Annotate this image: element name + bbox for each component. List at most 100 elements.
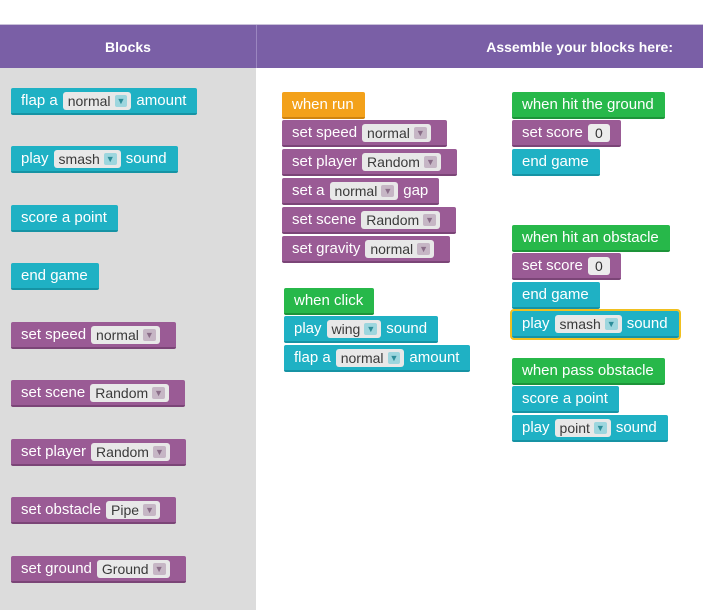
dropdown-arrow-icon: ▼ <box>142 328 156 341</box>
dropdown-arrow-icon: ▼ <box>417 242 431 255</box>
block-text: play <box>522 315 550 332</box>
dropdown-value: Pipe <box>111 501 140 518</box>
dropdown-value: Random <box>95 384 149 401</box>
palette-play-sound-block[interactable]: play smash▼ sound <box>11 146 178 173</box>
palette-flap-block[interactable]: flap a normal▼ amount <box>11 88 198 115</box>
block-text: end game <box>21 267 88 284</box>
block-text: set scene <box>292 211 357 228</box>
block-text: sound <box>626 315 668 332</box>
block-text: sound <box>125 150 167 167</box>
right-edge <box>703 0 717 610</box>
dropdown-value: normal <box>334 182 378 199</box>
dropdown-arrow-icon: ▼ <box>103 152 117 165</box>
block-text: when pass obstacle <box>522 362 654 379</box>
flap-amount-dropdown[interactable]: normal▼ <box>62 91 132 110</box>
dropdown-value: normal <box>370 240 414 257</box>
speed-dropdown[interactable]: normal▼ <box>91 325 160 344</box>
set-gap-block[interactable]: set a normal▼ gap <box>282 178 440 205</box>
palette-end-game-block[interactable]: end game <box>11 263 99 290</box>
block-text: set ground <box>21 560 92 577</box>
flap-amount-block[interactable]: flap a normal▼ amount <box>284 345 471 372</box>
sound-dropdown[interactable]: smash▼ <box>53 149 121 168</box>
palette-set-speed-block[interactable]: set speed normal▼ <box>11 322 176 349</box>
palette-set-scene-block[interactable]: set scene Random▼ <box>11 380 186 407</box>
dropdown-value: smash <box>58 150 100 167</box>
palette-score-point-block[interactable]: score a point <box>11 205 118 232</box>
gravity-dropdown[interactable]: normal▼ <box>365 239 435 258</box>
block-text: score a point <box>21 209 107 226</box>
header-bar: Blocks Assemble your blocks here: <box>0 24 717 69</box>
block-text: set a <box>292 182 325 199</box>
block-text: end game <box>522 286 589 303</box>
dropdown-value: smash <box>559 315 601 332</box>
workspace-canvas[interactable]: when run set speed normal▼ set player Ra… <box>256 68 703 610</box>
dropdown-value: Random <box>366 211 420 228</box>
set-speed-block[interactable]: set speed normal▼ <box>282 120 447 147</box>
play-point-sound-block[interactable]: play point▼ sound <box>512 415 668 442</box>
play-smash-sound-block-selected[interactable]: play smash▼ sound <box>510 309 681 340</box>
block-text: sound <box>615 419 657 436</box>
dropdown-value: point <box>559 419 590 436</box>
palette-set-obstacle-block[interactable]: set obstacle Pipe▼ <box>11 497 176 524</box>
sound-dropdown[interactable]: wing▼ <box>326 319 382 338</box>
scene-dropdown[interactable]: Random▼ <box>361 210 441 229</box>
score-point-block[interactable]: score a point <box>512 386 619 413</box>
block-text: play <box>522 419 550 436</box>
block-text: set obstacle <box>21 501 102 518</box>
dropdown-arrow-icon: ▼ <box>423 213 437 226</box>
obstacle-dropdown[interactable]: Pipe▼ <box>106 500 160 519</box>
when-pass-obstacle-hat-block[interactable]: when pass obstacle <box>512 358 665 385</box>
dropdown-value: normal <box>340 349 384 366</box>
block-text: flap a <box>21 92 58 109</box>
dropdown-arrow-icon: ▼ <box>152 386 166 399</box>
dropdown-arrow-icon: ▼ <box>604 317 618 330</box>
block-text: play <box>21 150 49 167</box>
set-scene-block[interactable]: set scene Random▼ <box>282 207 457 234</box>
player-dropdown[interactable]: Random▼ <box>362 152 441 171</box>
palette-set-ground-block[interactable]: set ground Ground▼ <box>11 556 186 583</box>
block-text: when hit the ground <box>522 96 654 113</box>
flap-amount-dropdown[interactable]: normal▼ <box>335 348 405 367</box>
scene-dropdown[interactable]: Random▼ <box>90 383 170 402</box>
blocks-panel-title: Blocks <box>0 25 257 69</box>
workspace-title-container: Assemble your blocks here: <box>258 25 703 69</box>
ground-dropdown[interactable]: Ground▼ <box>96 559 170 578</box>
block-text: play <box>294 320 322 337</box>
set-score-block[interactable]: set score 0 <box>512 120 621 147</box>
dropdown-arrow-icon: ▼ <box>152 562 166 575</box>
speed-dropdown[interactable]: normal▼ <box>362 123 431 142</box>
score-value-input[interactable]: 0 <box>587 123 610 142</box>
block-text: set player <box>21 443 87 460</box>
when-click-hat-block[interactable]: when click <box>284 288 375 315</box>
set-gravity-block[interactable]: set gravity normal▼ <box>282 236 451 263</box>
block-text: set speed <box>21 326 87 343</box>
when-run-hat-block[interactable]: when run <box>282 92 365 119</box>
block-text: set player <box>292 153 358 170</box>
dropdown-value: normal <box>67 92 111 109</box>
dropdown-arrow-icon: ▼ <box>152 445 166 458</box>
player-dropdown[interactable]: Random▼ <box>91 442 170 461</box>
dropdown-value: Random <box>96 443 149 460</box>
end-game-block[interactable]: end game <box>512 149 600 176</box>
block-text: set scene <box>21 384 86 401</box>
dropdown-arrow-icon: ▼ <box>593 421 607 434</box>
dropdown-value: normal <box>96 326 139 343</box>
end-game-block[interactable]: end game <box>512 282 600 309</box>
set-score-block[interactable]: set score 0 <box>512 253 621 280</box>
set-player-block[interactable]: set player Random▼ <box>282 149 457 176</box>
palette-set-player-block[interactable]: set player Random▼ <box>11 439 186 466</box>
dropdown-arrow-icon: ▼ <box>413 126 427 139</box>
sound-dropdown[interactable]: point▼ <box>554 418 611 437</box>
block-text: amount <box>136 92 187 109</box>
dropdown-arrow-icon: ▼ <box>387 351 401 364</box>
dropdown-value: Random <box>367 153 420 170</box>
when-hit-obstacle-hat-block[interactable]: when hit an obstacle <box>512 225 670 252</box>
block-text: when hit an obstacle <box>522 229 659 246</box>
when-hit-ground-hat-block[interactable]: when hit the ground <box>512 92 665 119</box>
play-wing-sound-block[interactable]: play wing▼ sound <box>284 316 439 343</box>
score-value-input[interactable]: 0 <box>587 256 610 275</box>
sound-dropdown[interactable]: smash▼ <box>554 314 622 333</box>
block-text: gap <box>403 182 429 199</box>
gap-dropdown[interactable]: normal▼ <box>329 181 399 200</box>
